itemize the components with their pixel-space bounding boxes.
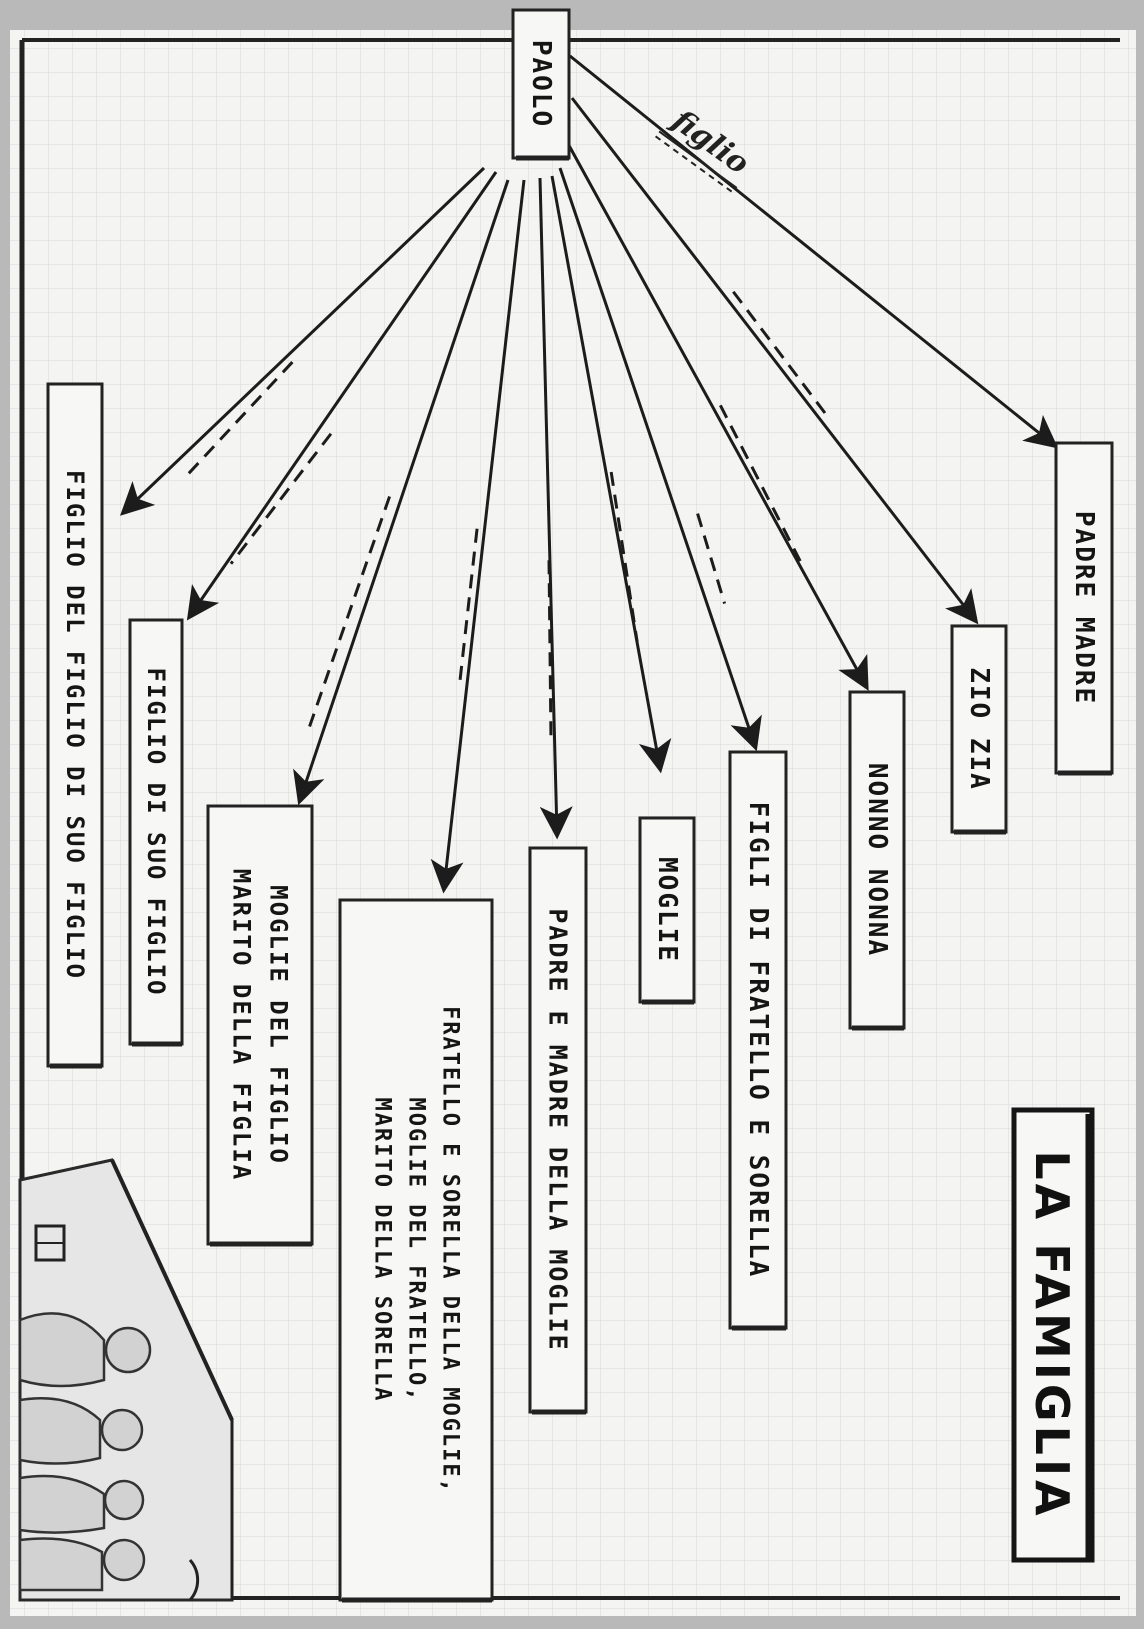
node-figlio-figlio-figlio: FIGLIO DEL FIGLIO DI SUO FIGLIO	[46, 382, 104, 1069]
node-label-cognati-0: FRATELLO E SORELLA DELLA MOGLIE,	[438, 1006, 463, 1494]
nodes-layer: PADRE MADRE ZIO ZIA NONNO NONNA FIGLI DI…	[46, 382, 1114, 1603]
arrow-to-padre-madre	[569, 54, 1059, 449]
arrow-to-moglie	[550, 175, 672, 774]
lamp-icon	[188, 1559, 200, 1601]
node-label-cognati-1: MOGLIE DEL FRATELLO,	[404, 1098, 429, 1403]
arrow-to-cognati	[430, 179, 526, 894]
dashed-mark-moglie	[609, 471, 639, 643]
center-label: PAOLO	[526, 40, 556, 128]
arrow-to-figlio-figlio-figlio	[120, 166, 486, 516]
arrow-to-suoceri	[538, 177, 573, 840]
arrow-to-figli-fratello	[558, 167, 762, 752]
node-label-moglie-0: MOGLIE	[652, 857, 682, 963]
dashed-mark-figlio-figlio-figlio	[183, 361, 294, 480]
node-figli-fratello: FIGLI DI FRATELLO E SORELLA	[728, 750, 788, 1331]
family-members-icon	[18, 1312, 152, 1592]
node-label-figlio-figlio-figlio-0: FIGLIO DEL FIGLIO DI SUO FIGLIO	[61, 470, 89, 980]
dashed-mark-figli-fratello	[696, 513, 727, 604]
arrows-layer	[120, 54, 1059, 894]
center-node-paolo: PAOLO	[511, 8, 571, 161]
arrow-to-figlio-suo-figlio	[186, 171, 498, 621]
dashed-mark-zio-zia	[732, 290, 831, 420]
node-label-nuora-genero-0: MOGLIE DEL FIGLIO	[265, 885, 293, 1165]
node-suoceri: PADRE E MADRE DELLA MOGLIE	[528, 846, 588, 1415]
node-nuora-genero: MOGLIE DEL FIGLIO MARITO DELLA FIGLIA	[206, 804, 314, 1247]
node-label-cognati-2: MARITO DELLA SORELLA	[369, 1098, 394, 1403]
node-zio-zia: ZIO ZIA	[950, 624, 1008, 835]
node-label-padre-madre-0: PADRE MADRE	[1069, 511, 1099, 705]
dashed-mark-figlio-suo-figlio	[229, 432, 333, 565]
node-cognati: FRATELLO E SORELLA DELLA MOGLIE, MOGLIE D…	[338, 898, 494, 1603]
arrow-to-zio-zia	[570, 97, 979, 625]
node-nonno-nonna: NONNO NONNA	[848, 690, 906, 1031]
node-label-nonno-nonna-0: NONNO NONNA	[862, 763, 892, 957]
dashed-mark-suoceri	[547, 560, 553, 741]
node-label-suoceri-0: PADRE E MADRE DELLA MOGLIE	[544, 908, 573, 1351]
family-illustration	[18, 1158, 234, 1602]
node-label-figli-fratello-0: FIGLI DI FRATELLO E SORELLA	[743, 802, 773, 1279]
title-box: LA FAMIGLIA	[1011, 1107, 1095, 1563]
node-label-nuora-genero-1: MARITO DELLA FIGLIA	[227, 869, 255, 1182]
dashed-mark-cognati	[457, 528, 479, 689]
node-label-zio-zia-0: ZIO ZIA	[964, 667, 994, 791]
node-label-figlio-suo-figlio-0: FIGLIO DI SUO FIGLIO	[142, 668, 170, 997]
node-padre-madre: PADRE MADRE	[1054, 441, 1114, 776]
node-figlio-suo-figlio: FIGLIO DI SUO FIGLIO	[128, 618, 184, 1047]
node-moglie: MOGLIE	[638, 816, 696, 1005]
arrow-to-nonno-nonna	[564, 139, 869, 691]
dashed-mark-nonno-nonna	[719, 404, 804, 566]
page-title: LA FAMIGLIA	[1025, 1150, 1079, 1519]
arrow-to-nuora-genero	[293, 179, 510, 806]
dashed-mark-nuora-genero	[308, 496, 391, 727]
